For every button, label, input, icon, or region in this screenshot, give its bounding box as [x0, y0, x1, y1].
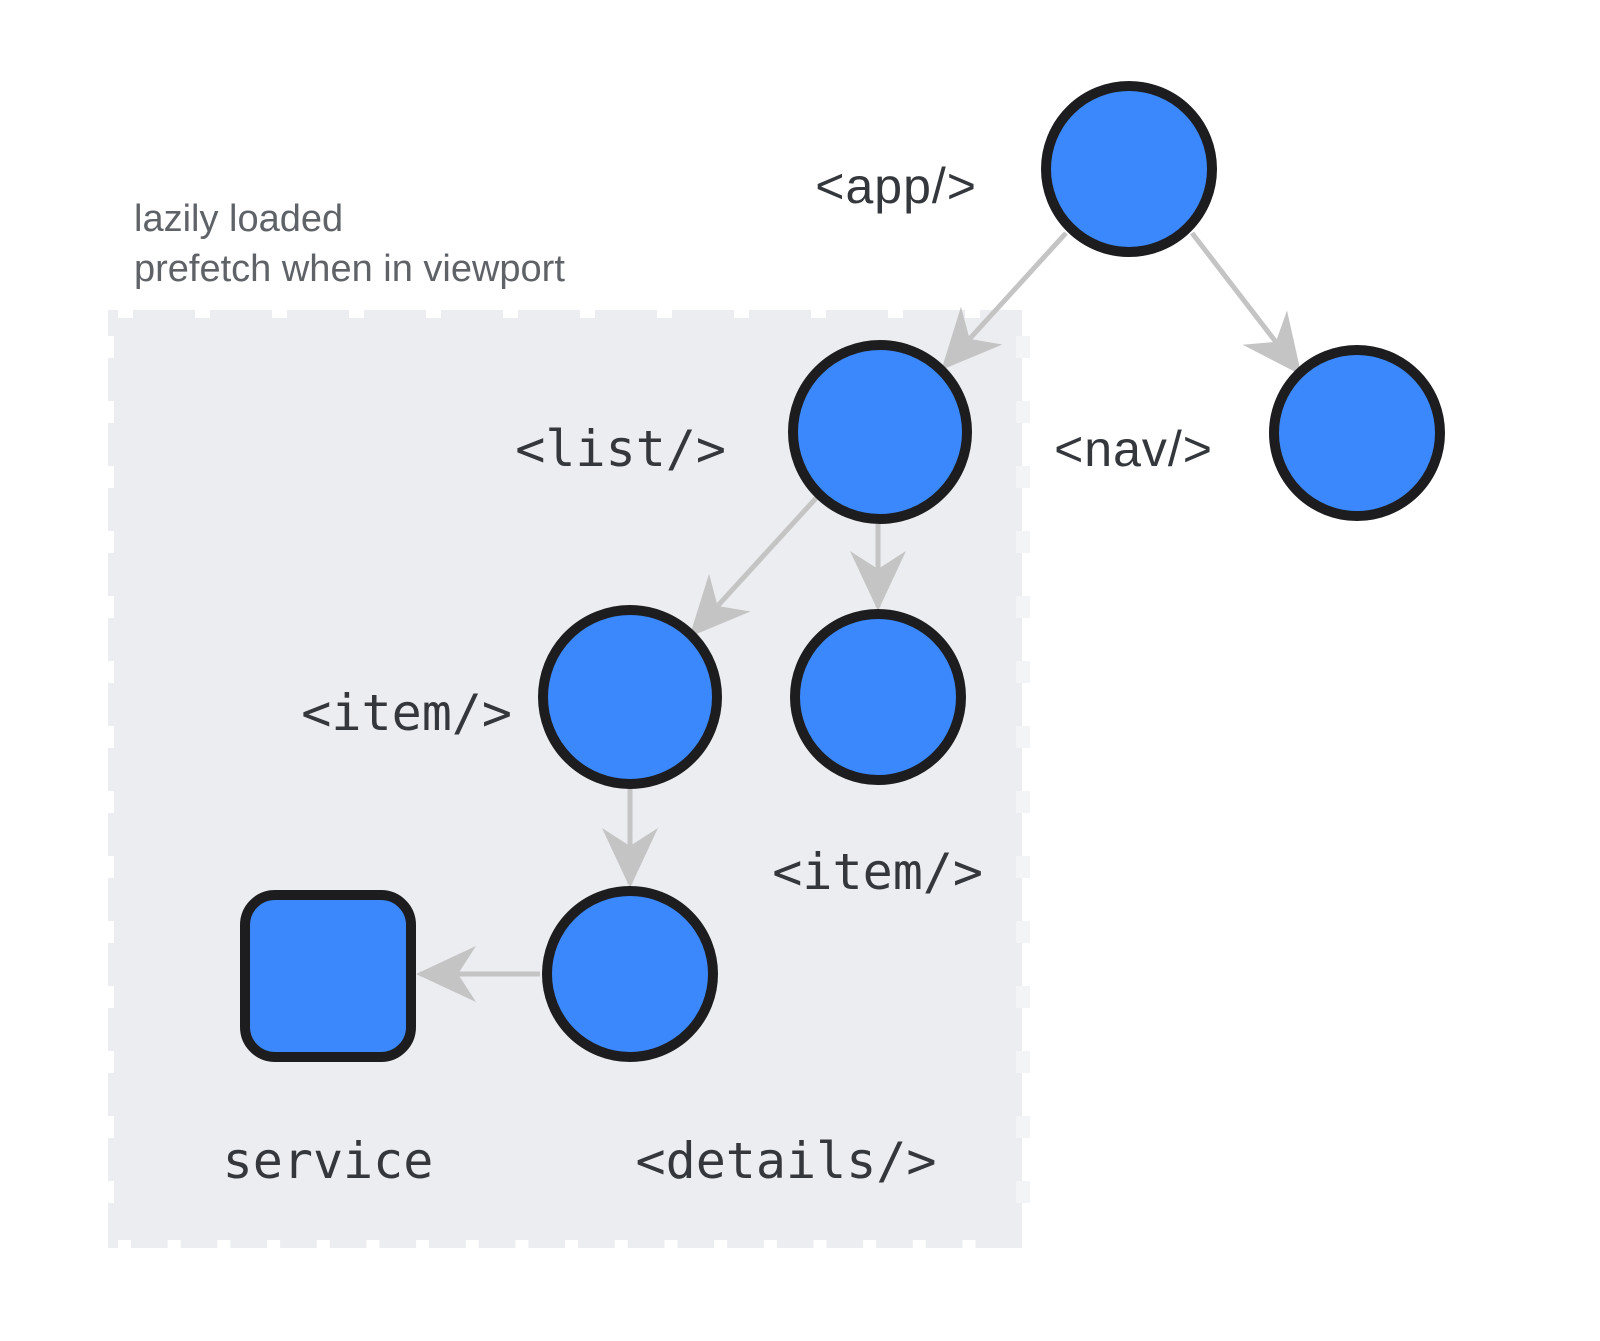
region-notch-bottom	[416, 1240, 430, 1258]
region-notch-bottom	[217, 1240, 231, 1258]
region-notch-top	[272, 302, 287, 318]
node-label-item2: <item/>	[772, 843, 983, 901]
region-notch-right	[1016, 466, 1030, 488]
region-notch-left	[100, 661, 114, 683]
region-notch-left	[100, 921, 114, 943]
region-notch-left	[100, 1181, 114, 1203]
region-notch-left	[100, 401, 114, 423]
node-service[interactable]	[240, 890, 416, 1062]
annotation-line-1: lazily loaded	[134, 198, 343, 240]
region-notch-right	[1016, 401, 1030, 423]
region-notch-right	[1016, 856, 1030, 878]
region-notch-bottom	[614, 1240, 628, 1258]
region-notch-left	[100, 986, 114, 1008]
region-notch-left	[100, 1051, 114, 1073]
region-notch-bottom	[565, 1240, 579, 1258]
region-notch-bottom	[813, 1240, 827, 1258]
region-notch-top	[118, 302, 133, 318]
edge-app-to-nav	[1190, 231, 1302, 376]
region-notch-top	[580, 302, 595, 318]
region-notch-left	[100, 1116, 114, 1138]
region-notch-right	[1016, 1051, 1030, 1073]
region-notch-right	[1016, 336, 1030, 358]
region-notch-top	[349, 302, 364, 318]
node-label-item1: <item/>	[301, 684, 512, 742]
region-notch-left	[100, 791, 114, 813]
edge-layer	[415, 231, 1302, 1002]
region-notch-left	[100, 466, 114, 488]
node-label-app: <app/>	[815, 158, 977, 214]
region-notch-bottom	[962, 1240, 976, 1258]
region-notch-right	[1016, 921, 1030, 943]
region-notch-left	[100, 856, 114, 878]
region-notch-bottom	[118, 1240, 131, 1258]
region-notch-bottom	[167, 1240, 181, 1258]
region-notch-right	[1016, 531, 1030, 553]
node-label-list: <list/>	[515, 420, 726, 478]
region-notch-right	[1016, 661, 1030, 683]
region-notch-top	[888, 302, 903, 318]
region-notch-bottom	[763, 1240, 777, 1258]
region-notch-top	[426, 302, 441, 318]
region-notch-left	[100, 336, 114, 358]
region-notch-bottom	[664, 1240, 678, 1258]
node-item2[interactable]	[790, 609, 966, 785]
node-details[interactable]	[542, 886, 718, 1062]
region-notch-bottom	[714, 1240, 728, 1258]
region-notch-left	[100, 596, 114, 618]
node-app[interactable]	[1041, 81, 1217, 257]
region-notch-right	[1016, 1181, 1030, 1203]
edge-app-to-list	[941, 231, 1068, 370]
region-notch-top	[503, 302, 518, 318]
node-label-nav: <nav/>	[1054, 421, 1213, 477]
region-notch-bottom	[316, 1240, 330, 1258]
region-notch-left	[100, 726, 114, 748]
region-notch-bottom	[515, 1240, 529, 1258]
region-notch-top	[734, 302, 749, 318]
region-notch-right	[1016, 986, 1030, 1008]
annotation-line-2: prefetch when in viewport	[134, 248, 565, 290]
region-notch-right	[1016, 726, 1030, 748]
region-notch-right	[1016, 596, 1030, 618]
node-label-layer: <app/> <nav/> <list/> <item/> <item/> <detail…	[223, 158, 1213, 1190]
node-item1[interactable]	[538, 605, 722, 789]
lazy-load-annotation: lazily loaded prefetch when in viewport	[134, 198, 565, 290]
node-list[interactable]	[788, 340, 972, 524]
region-notch-bottom	[366, 1240, 380, 1258]
region-notch-top	[195, 302, 210, 318]
node-layer	[240, 81, 1445, 1062]
region-notch-left	[100, 531, 114, 553]
region-notch-right	[1016, 1116, 1030, 1138]
node-label-service: service	[223, 1132, 434, 1190]
region-notch-bottom	[465, 1240, 479, 1258]
region-notch-right	[1016, 791, 1030, 813]
node-label-details: <details/>	[635, 1132, 936, 1190]
region-notch-top	[657, 302, 672, 318]
region-notch-bottom	[863, 1240, 877, 1258]
region-notch-top	[965, 302, 980, 318]
region-notch-bottom	[912, 1240, 926, 1258]
region-notch-bottom	[267, 1240, 281, 1258]
node-nav[interactable]	[1269, 345, 1445, 521]
region-notch-top	[811, 302, 826, 318]
edge-list-to-item1	[689, 494, 820, 637]
